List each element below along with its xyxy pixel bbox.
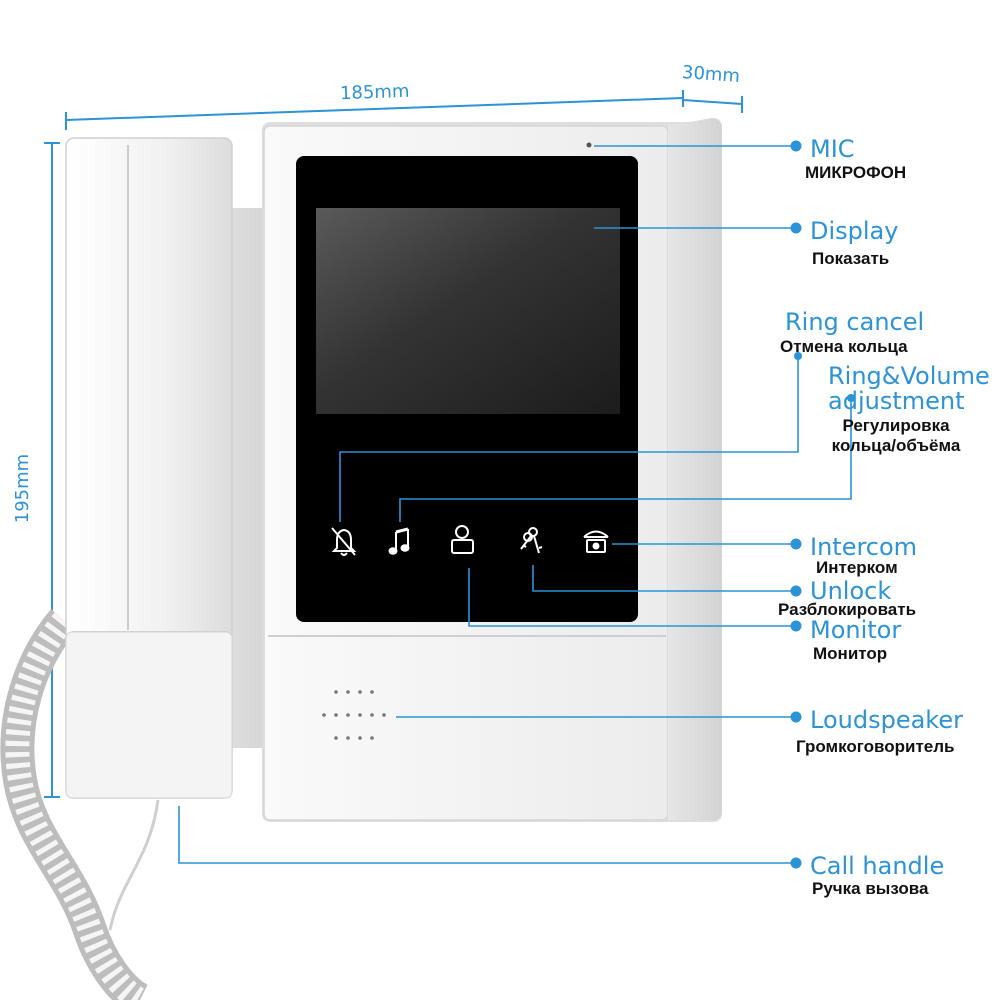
screen xyxy=(296,156,638,622)
bell-off-icon xyxy=(331,527,357,556)
label-mic-en: MIC xyxy=(810,135,855,163)
label-loudspeaker-en: Loudspeaker xyxy=(810,706,963,734)
label-loudspeaker-ru: Громкоговоритель xyxy=(796,737,955,756)
phone-icon xyxy=(583,530,609,553)
speaker-grille xyxy=(322,690,386,740)
label-display-en: Display xyxy=(810,217,899,245)
label-ring-volume-ru: Регулировка кольца/объёма xyxy=(826,416,966,456)
keys-icon xyxy=(520,527,543,554)
label-call-handle-en: Call handle xyxy=(810,852,945,880)
dimension-height: 195mm xyxy=(12,453,34,524)
callout-lines xyxy=(178,145,852,864)
label-mic-ru: МИКРОФОН xyxy=(805,163,907,182)
label-ring-volume-ru-line2: кольца/объёма xyxy=(831,436,961,455)
label-unlock-ru: Разблокировать xyxy=(778,600,917,619)
callout-dots xyxy=(790,140,855,869)
dimension-depth: 30mm xyxy=(681,62,741,87)
label-monitor-ru: Монитор xyxy=(813,644,888,663)
mic-hole xyxy=(586,142,592,148)
label-ring-volume-en: Ring&Volume adjustment xyxy=(828,362,990,415)
person-icon xyxy=(451,525,474,554)
label-ring-cancel-ru: Отмена кольца xyxy=(780,337,908,356)
label-intercom-ru: Интерком xyxy=(816,558,898,577)
dimension-width: 185mm xyxy=(339,80,410,105)
label-ring-volume-ru-line1: Регулировка xyxy=(842,416,950,435)
label-intercom-en: Intercom xyxy=(810,533,918,561)
music-note-icon xyxy=(388,527,410,555)
dimension-lines xyxy=(44,90,743,798)
label-monitor-en: Monitor xyxy=(810,616,902,644)
label-ring-volume-en-line1: Ring&Volume xyxy=(828,362,990,390)
label-unlock-en: Unlock xyxy=(810,577,892,605)
label-ring-cancel-en: Ring cancel xyxy=(785,308,925,336)
handset-cord xyxy=(0,608,160,1000)
label-display-ru: Показать xyxy=(812,249,890,268)
label-ring-volume-en-line2: adjustment xyxy=(828,387,965,415)
label-call-handle-ru: Ручка вызова xyxy=(812,879,929,898)
handset xyxy=(65,137,233,799)
